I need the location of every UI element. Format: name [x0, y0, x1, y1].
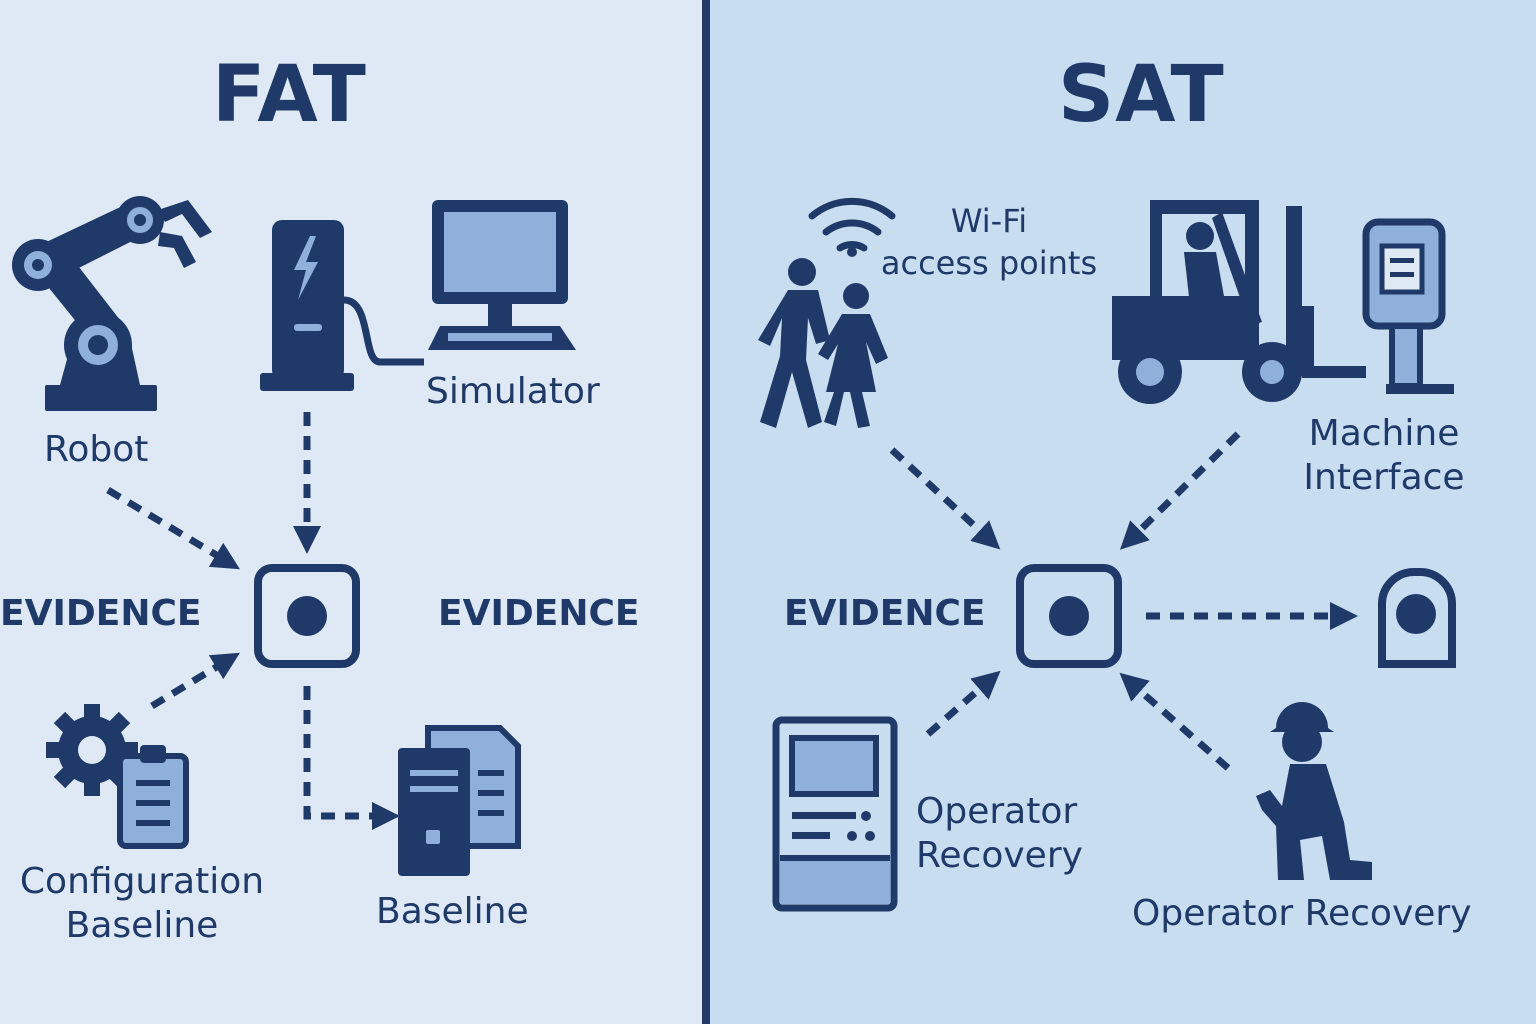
wifi-access-points-label: Wi-Fi access points [878, 200, 1100, 284]
clipboard-icon [117, 745, 189, 849]
machine-line-2: Interface [1303, 457, 1465, 498]
arrow-machine-to-evidence [1120, 431, 1241, 550]
wifi-line-1: Wi-Fi [950, 202, 1028, 240]
configuration-line-1: Configuration [19, 861, 265, 902]
sat-evidence: EVIDENCE [784, 593, 986, 634]
arrow-config-to-evidence [150, 652, 240, 709]
operator-line-1: Operator [916, 791, 1078, 832]
baseline-label: Baseline [376, 891, 529, 932]
configuration-baseline-label: Configuration Baseline [14, 860, 270, 948]
fat-evidence-right: EVIDENCE [438, 593, 640, 634]
charger-icon [260, 220, 424, 391]
evidence-node-icon [254, 564, 360, 668]
evidence-node-icon [1016, 564, 1122, 668]
fat-title: FAT [212, 50, 367, 140]
arrow-terminal-to-evidence [925, 670, 1001, 737]
walking-people-icon [758, 258, 888, 428]
arrow-people-to-evidence [889, 447, 1001, 550]
fat-evidence-left: EVIDENCE [0, 593, 202, 634]
robot-arm-icon [12, 196, 212, 411]
arrow-robot-to-evidence [106, 486, 241, 570]
terminal-icon [772, 716, 898, 912]
wifi-line-2: access points [880, 244, 1098, 282]
wifi-icon [808, 197, 896, 257]
server-icon [398, 748, 470, 876]
forklift-icon [1112, 200, 1366, 404]
arrow-worker-to-evidence [1119, 672, 1231, 771]
operator-recovery-bottom-label: Operator Recovery [1132, 893, 1472, 934]
gear-icon [46, 704, 138, 796]
computer-icon [428, 200, 576, 350]
machine-line-1: Machine [1308, 413, 1460, 454]
configuration-line-2: Baseline [65, 905, 219, 946]
device-icon [1378, 568, 1456, 668]
kiosk-icon [1362, 218, 1454, 394]
arrow-evidence-to-baseline [303, 686, 400, 830]
simulator-label: Simulator [426, 371, 600, 412]
fat-panel [0, 0, 703, 1024]
robot-label: Robot [44, 429, 149, 470]
machine-interface-label: Machine Interface [1294, 412, 1474, 500]
kneeling-worker-icon [1256, 702, 1372, 880]
operator-recovery-label: Operator Recovery [916, 790, 1083, 878]
panel-divider [702, 0, 710, 1024]
sat-title: SAT [1058, 50, 1225, 140]
operator-line-2: Recovery [916, 835, 1083, 876]
